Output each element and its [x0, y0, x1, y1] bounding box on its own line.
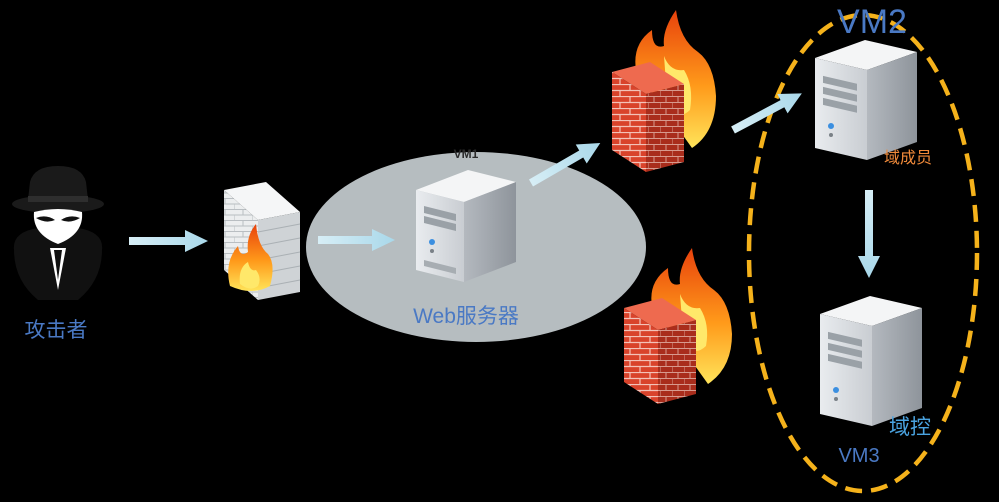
vm1-label: VM1	[454, 147, 479, 161]
arrow-icon	[858, 190, 880, 278]
tower-server-icon	[416, 170, 516, 282]
attacker-label: 攻击者	[25, 319, 88, 342]
arrow-icon	[731, 93, 802, 134]
brick-firewall-icon	[224, 182, 301, 300]
arrow-icon	[318, 229, 395, 251]
vm3-label: VM3	[838, 445, 879, 467]
brick-firewall-icon	[624, 248, 732, 404]
domain-boundary	[746, 12, 980, 494]
hacker-silhouette-icon	[12, 166, 104, 300]
arrow-icon	[129, 230, 208, 252]
tower-server-icon	[820, 296, 922, 426]
brick-firewall-icon	[612, 10, 716, 172]
tower-server-icon	[815, 40, 917, 160]
web-server-label: Web服务器	[413, 305, 519, 328]
vm2-label: VM2	[837, 3, 907, 41]
domain-controller-label: 域控	[889, 416, 931, 439]
domain-member-label: 域成员	[884, 149, 932, 167]
arrow-icon	[529, 143, 601, 187]
